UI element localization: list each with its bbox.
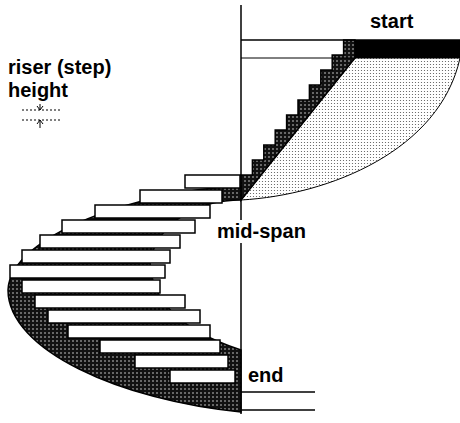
dimension-line [22,110,62,111]
tread [22,250,170,263]
dimension-line [22,120,62,121]
start-label: start [368,10,415,33]
axis-line [240,5,242,414]
tread [40,235,180,248]
tread [62,220,195,233]
end-line [241,409,315,411]
soffit-stipple [241,58,460,200]
tread [185,175,240,188]
dimension-arrow [37,106,43,110]
tread [140,190,222,203]
riser-dimension [22,104,62,128]
tread [135,355,228,368]
start-line [241,58,355,59]
tread [10,265,165,278]
stair-stringer [8,186,241,412]
stair-treads [10,175,240,383]
tread [35,295,185,308]
tread [95,205,210,218]
riser-height-label: riser (step) height [6,56,142,102]
end-line [241,391,315,393]
start-line [241,39,460,41]
tread [170,370,235,383]
tread [68,325,210,338]
stair-stringer [241,40,355,200]
dimension-arrow [37,120,43,124]
mid-span-label: mid-span [215,220,308,243]
tread [22,280,160,293]
start-landing [355,40,460,58]
end-label: end [246,364,286,387]
tread [100,340,220,353]
tread [48,310,200,323]
